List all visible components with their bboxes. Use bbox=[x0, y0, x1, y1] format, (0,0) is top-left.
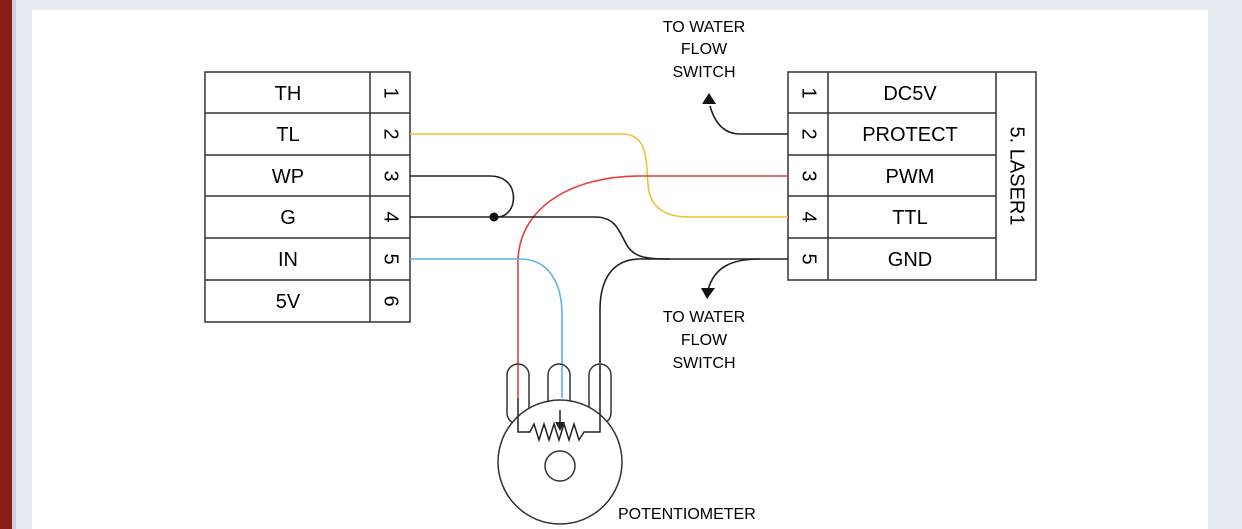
bottom-note-line-1: TO WATER bbox=[663, 309, 745, 326]
laser-pin-4: 4 bbox=[798, 211, 820, 222]
left-pin-3: 3 bbox=[380, 170, 402, 181]
pot-resistor-icon bbox=[517, 398, 601, 443]
wires bbox=[410, 105, 788, 365]
laser-pin-3: 3 bbox=[798, 170, 820, 181]
left-label-5v: 5V bbox=[276, 291, 301, 313]
laser-connector-labels: DC5V PROTECT PWM TTL GND bbox=[862, 83, 958, 271]
laser-pin-5: 5 bbox=[798, 253, 820, 264]
top-note-line-2: FLOW bbox=[681, 41, 728, 58]
laser-label-ttl: TTL bbox=[892, 207, 928, 229]
diagram-panel bbox=[32, 10, 1208, 529]
wire-black-g-gnd bbox=[410, 216, 788, 260]
wire-blue-in bbox=[410, 258, 563, 365]
left-label-th: TH bbox=[275, 83, 302, 105]
laser-label-pwm: PWM bbox=[886, 166, 935, 188]
laser-connector-title: 5. LASER1 bbox=[1006, 127, 1028, 226]
wire-black-gnd-pot bbox=[599, 258, 670, 365]
bottom-water-flow-note: TO WATER FLOW SWITCH bbox=[663, 309, 745, 372]
laser-label-dc5v: DC5V bbox=[883, 83, 937, 105]
left-label-g: G bbox=[280, 207, 296, 229]
pot-wiper-arrow-icon bbox=[555, 422, 565, 431]
left-label-in: IN bbox=[278, 249, 298, 271]
wire-red-pwm bbox=[517, 175, 788, 365]
wire-black-gnd-switch bbox=[707, 258, 761, 291]
wire-black-wp-loop bbox=[410, 175, 515, 218]
window-left-border-inner bbox=[12, 0, 16, 529]
top-water-flow-note: TO WATER FLOW SWITCH bbox=[663, 19, 745, 81]
left-pin-6: 6 bbox=[380, 295, 402, 306]
potentiometer bbox=[497, 363, 623, 525]
window-left-border bbox=[0, 0, 12, 529]
left-pin-5: 5 bbox=[380, 253, 402, 264]
left-connector-pins: 1 2 3 4 5 6 bbox=[380, 87, 402, 306]
left-label-wp: WP bbox=[272, 166, 304, 188]
left-connector-labels: TH TL WP G IN 5V bbox=[272, 83, 304, 313]
left-pin-4: 4 bbox=[380, 211, 402, 222]
wire-black-protect-switch bbox=[709, 105, 788, 135]
left-pin-1: 1 bbox=[380, 87, 402, 98]
left-pin-2: 2 bbox=[380, 128, 402, 139]
left-connector bbox=[204, 71, 411, 323]
laser-pin-1: 1 bbox=[798, 87, 820, 98]
laser-label-gnd: GND bbox=[888, 249, 932, 271]
wire-yellow-tl-ttl bbox=[410, 133, 788, 218]
laser-label-protect: PROTECT bbox=[862, 124, 958, 146]
top-note-line-3: SWITCH bbox=[672, 64, 735, 81]
junction-dot bbox=[489, 212, 499, 222]
bottom-note-line-2: FLOW bbox=[681, 332, 728, 349]
top-note-line-1: TO WATER bbox=[663, 19, 745, 36]
potentiometer-label: POTENTIOMETER bbox=[618, 506, 756, 523]
bottom-note-line-3: SWITCH bbox=[672, 355, 735, 372]
laser-connector-pins: 1 2 3 4 5 bbox=[798, 87, 820, 264]
arrow-down-icon bbox=[701, 288, 715, 299]
laser-pin-2: 2 bbox=[798, 128, 820, 139]
arrow-up-icon bbox=[702, 93, 716, 104]
left-label-tl: TL bbox=[276, 124, 299, 146]
pot-shaft bbox=[544, 450, 576, 482]
